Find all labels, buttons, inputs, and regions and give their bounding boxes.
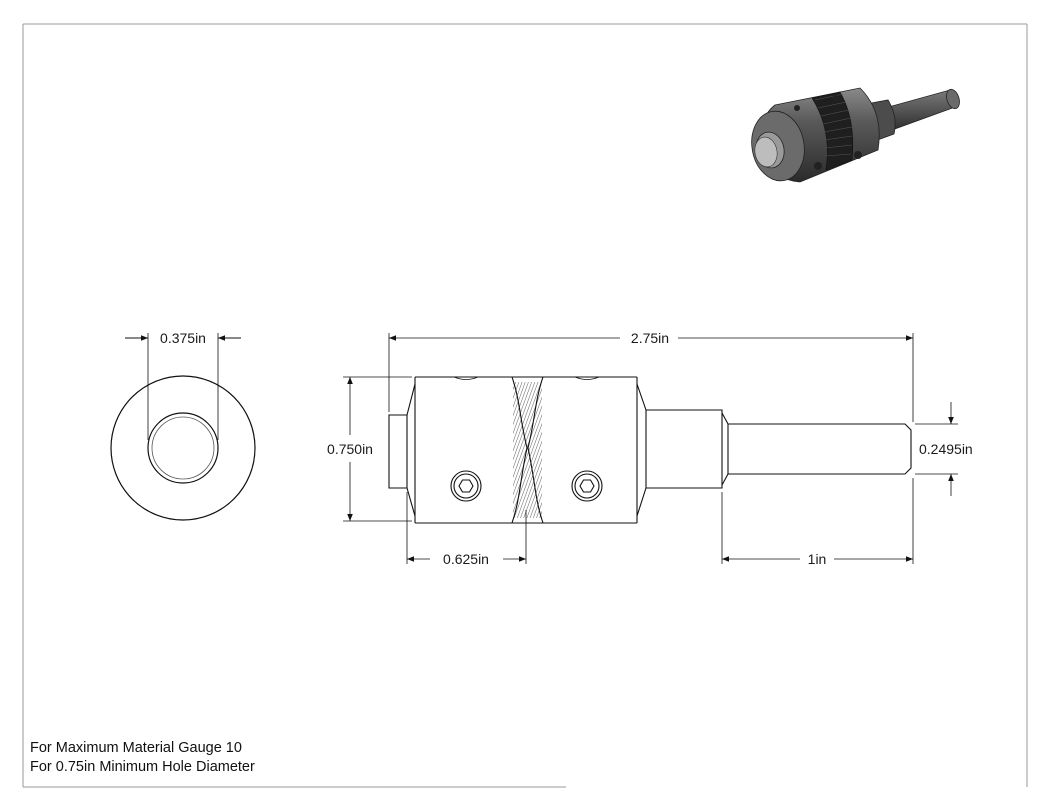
dim-hole-diameter-label: 0.375in bbox=[160, 330, 206, 346]
sheet-border bbox=[22, 23, 1028, 788]
drawing-notes: For Maximum Material Gauge 10 For 0.75in… bbox=[30, 739, 255, 777]
set-screw-front bbox=[450, 470, 482, 502]
dim-body-diameter bbox=[343, 376, 412, 522]
dim-shank-diameter-label: 0.2495in bbox=[919, 441, 973, 457]
set-screw-rear bbox=[571, 470, 603, 502]
dim-front-section-length bbox=[406, 492, 527, 564]
note-material-gauge: For Maximum Material Gauge 10 bbox=[30, 740, 242, 756]
isometric-render bbox=[751, 87, 960, 183]
dim-hole-diameter: 0.375in bbox=[125, 330, 241, 440]
dim-overall-length bbox=[388, 333, 914, 422]
end-view: 0.375in bbox=[110, 330, 256, 521]
dim-shank-length-label: 1in bbox=[808, 551, 827, 567]
dim-shank-diameter bbox=[915, 402, 958, 496]
side-view bbox=[388, 376, 912, 524]
dim-front-section-length-label: 0.625in bbox=[443, 551, 489, 567]
dim-body-diameter-label: 0.750in bbox=[327, 441, 373, 457]
note-hole-diameter: For 0.75in Minimum Hole Diameter bbox=[30, 759, 255, 775]
dim-shank-length bbox=[721, 478, 914, 564]
dim-overall-length-label: 2.75in bbox=[631, 330, 669, 346]
